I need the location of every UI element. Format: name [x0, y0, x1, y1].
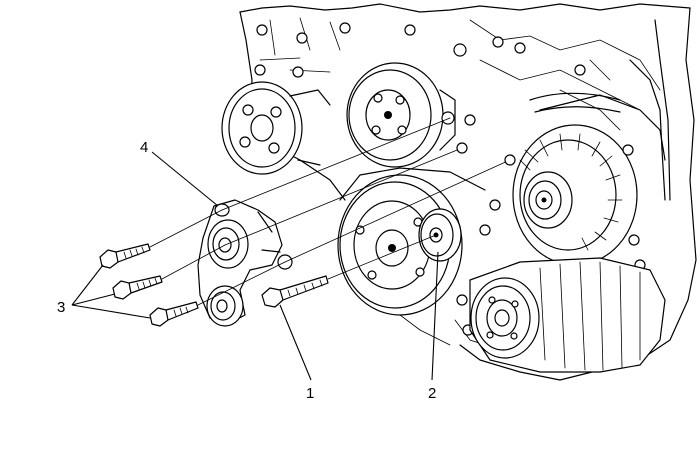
ac-compressor — [469, 257, 666, 373]
callout-leaders — [71, 151, 439, 381]
assembly-lines — [149, 117, 516, 306]
callout-2: 2 — [428, 385, 436, 402]
tensioner-bolt-upper — [99, 243, 151, 269]
generator — [512, 124, 640, 266]
water-pump-pulley — [346, 62, 456, 168]
callout-4: 4 — [140, 139, 148, 156]
tensioner-bolt-middle — [112, 275, 163, 300]
idler-pulley-bolt — [261, 275, 329, 308]
belt-tensioner — [197, 199, 293, 327]
idler-pulley — [418, 208, 462, 262]
callout-1: 1 — [306, 385, 314, 402]
callout-3: 3 — [57, 299, 65, 316]
crankshaft-balancer — [337, 167, 486, 316]
power-steering-pulley — [221, 81, 331, 175]
tensioner-bolt-lower — [149, 301, 199, 327]
